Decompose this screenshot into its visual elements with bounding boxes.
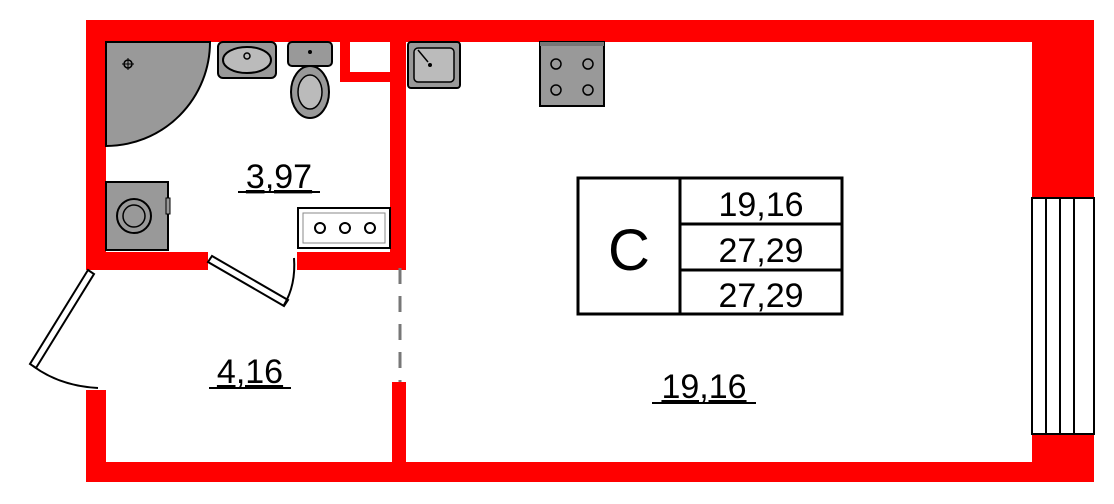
total-area-value-2: 27,29 xyxy=(718,277,803,315)
walls xyxy=(86,20,1094,482)
wall-bottom xyxy=(86,462,1032,482)
stove xyxy=(539,41,605,107)
room-area-hallway: 4,16 xyxy=(217,353,283,391)
apartment-type: С xyxy=(608,218,650,283)
summary-box: С 19,16 27,29 27,29 xyxy=(576,176,844,316)
wall-top xyxy=(86,20,1094,42)
water-heater xyxy=(297,207,391,249)
shower-tray xyxy=(105,41,212,148)
room-area-living: 19,16 xyxy=(661,368,746,406)
wall-right-lower xyxy=(1032,434,1094,482)
wall-partition-lower xyxy=(392,382,406,482)
wall-bathroom-bottom-left xyxy=(86,252,208,270)
washing-machine xyxy=(105,181,171,251)
wall-right-upper xyxy=(1032,20,1094,198)
wall-left-lower xyxy=(86,390,106,482)
wall-bathroom-right xyxy=(390,20,406,270)
window xyxy=(1031,197,1095,435)
living-area-value: 19,16 xyxy=(718,186,803,224)
bathroom-sink xyxy=(217,41,277,79)
entrance-door xyxy=(28,268,99,389)
total-area-value: 27,29 xyxy=(718,232,803,270)
toilet xyxy=(287,41,333,119)
room-area-bathroom: 3,97 xyxy=(246,158,312,196)
wall-bathroom-bottom-right xyxy=(297,252,406,270)
kitchen-sink xyxy=(407,41,461,89)
bathroom-door xyxy=(206,254,296,308)
wall-shaft-left xyxy=(340,20,350,82)
wall-left-upper xyxy=(86,20,106,266)
wall-shaft-bottom xyxy=(340,72,406,82)
